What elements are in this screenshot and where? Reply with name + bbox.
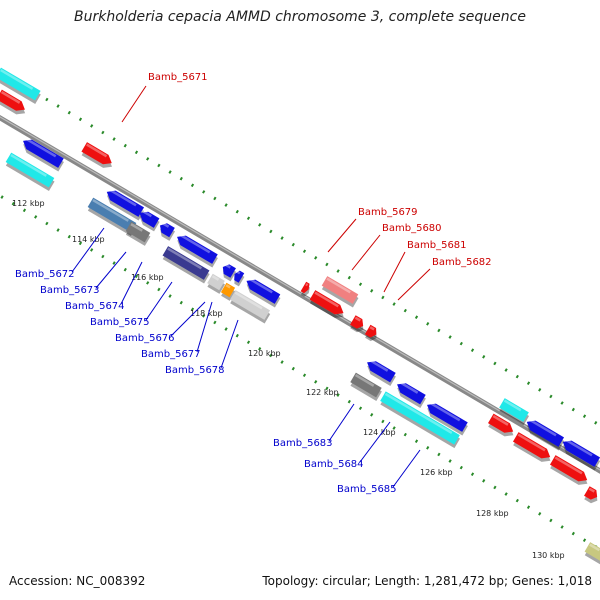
feature-bar bbox=[499, 398, 530, 426]
feature-bar bbox=[380, 391, 461, 449]
feature-bar bbox=[350, 372, 382, 401]
feature-arrow bbox=[0, 89, 26, 115]
feature-bar bbox=[321, 276, 359, 308]
gene-label-reverse: Bamb_5675 bbox=[90, 317, 150, 328]
leader-line bbox=[327, 218, 357, 253]
kbp-label: 126 kbp bbox=[420, 468, 453, 477]
feature-bar bbox=[207, 273, 226, 294]
gene-label-reverse: Bamb_5683 bbox=[273, 438, 333, 449]
leader-line bbox=[383, 251, 406, 293]
feature-bar bbox=[229, 290, 271, 324]
kbp-label: 116 kbp bbox=[131, 273, 164, 282]
feature-bar bbox=[584, 542, 600, 566]
feature-bar bbox=[162, 246, 210, 284]
feature-arrow bbox=[562, 438, 600, 471]
feature-arrow bbox=[159, 222, 176, 241]
feature-arrow bbox=[309, 290, 344, 318]
outer-tick-row bbox=[0, 70, 600, 428]
leader-line bbox=[220, 319, 239, 369]
gene-label-forward: Bamb_5679 bbox=[358, 207, 418, 218]
leader-line bbox=[351, 234, 381, 271]
kbp-scale-labels: 112 kbp 114 kbp 116 kbp 118 kbp 120 kbp 122 k… bbox=[12, 199, 565, 560]
feature-arrow bbox=[177, 233, 218, 268]
leader-line bbox=[121, 85, 147, 123]
feature-bar bbox=[125, 221, 151, 246]
feature-arrow bbox=[106, 188, 145, 221]
leader-line bbox=[196, 301, 213, 353]
gene-label-reverse: Bamb_5672 bbox=[15, 269, 75, 280]
leader-line bbox=[392, 449, 421, 488]
feature-bar bbox=[5, 152, 55, 192]
backbone-highlight bbox=[0, 116, 600, 471]
gene-label-reverse: Bamb_5685 bbox=[337, 484, 397, 495]
gene-labels: Bamb_5671Bamb_5679Bamb_5680Bamb_5681Bamb… bbox=[15, 72, 492, 495]
feature-arrow bbox=[81, 142, 112, 168]
feature-arrow bbox=[397, 381, 426, 408]
gene-label-forward: Bamb_5671 bbox=[148, 72, 208, 83]
gene-label-reverse: Bamb_5678 bbox=[165, 365, 225, 376]
gene-label-reverse: Bamb_5684 bbox=[304, 459, 364, 470]
feature-arrow bbox=[222, 263, 237, 282]
topology-summary: Topology: circular; Length: 1,281,472 bp… bbox=[262, 574, 592, 588]
gene-label-forward: Bamb_5681 bbox=[407, 240, 467, 251]
feature-arrow bbox=[23, 137, 64, 172]
feature-arrow bbox=[364, 324, 377, 342]
kbp-label: 118 kbp bbox=[190, 309, 223, 318]
leader-line bbox=[328, 403, 355, 442]
map-title: Burkholderia cepacia AMMD chromosome 3, … bbox=[74, 9, 526, 25]
leader-line bbox=[120, 261, 143, 305]
label-leader-lines bbox=[71, 85, 431, 488]
feature-arrow bbox=[246, 277, 281, 308]
gene-label-reverse: Bamb_5677 bbox=[141, 349, 201, 360]
feature-arrow bbox=[234, 270, 245, 287]
leader-line bbox=[359, 421, 391, 463]
gene-label-forward: Bamb_5682 bbox=[432, 257, 492, 268]
feature-bar bbox=[0, 67, 41, 105]
kbp-label: 114 kbp bbox=[72, 235, 105, 244]
feature-arrow bbox=[300, 281, 310, 297]
feature-arrow bbox=[367, 359, 396, 386]
feature-arrow bbox=[549, 455, 588, 485]
kbp-label: 124 kbp bbox=[363, 428, 396, 437]
kbp-label: 120 kbp bbox=[248, 349, 281, 358]
feature-arrow bbox=[584, 486, 598, 504]
feature-arrow bbox=[427, 401, 468, 436]
backbone-line bbox=[0, 114, 600, 474]
kbp-label: 122 kbp bbox=[306, 388, 339, 397]
accession-text: Accession: NC_008392 bbox=[9, 574, 146, 588]
leader-line bbox=[397, 268, 431, 301]
feature-arrow bbox=[526, 418, 565, 451]
leader-line bbox=[95, 251, 127, 289]
feature-arrow bbox=[139, 209, 160, 232]
leader-line bbox=[71, 227, 105, 273]
feature-arrow bbox=[512, 432, 551, 462]
gene-label-reverse: Bamb_5673 bbox=[40, 285, 100, 296]
gene-label-reverse: Bamb_5674 bbox=[65, 301, 125, 312]
gene-label-reverse: Bamb_5676 bbox=[115, 333, 175, 344]
feature-arrow bbox=[350, 315, 364, 333]
kbp-label: 130 kbp bbox=[532, 551, 565, 560]
kbp-label: 112 kbp bbox=[12, 199, 45, 208]
kbp-label: 128 kbp bbox=[476, 509, 509, 518]
gene-features bbox=[0, 67, 600, 566]
leader-line bbox=[170, 301, 206, 337]
leader-line bbox=[145, 281, 173, 321]
gene-label-forward: Bamb_5680 bbox=[382, 223, 442, 234]
feature-arrow bbox=[488, 413, 514, 437]
feature-bar bbox=[87, 197, 137, 237]
